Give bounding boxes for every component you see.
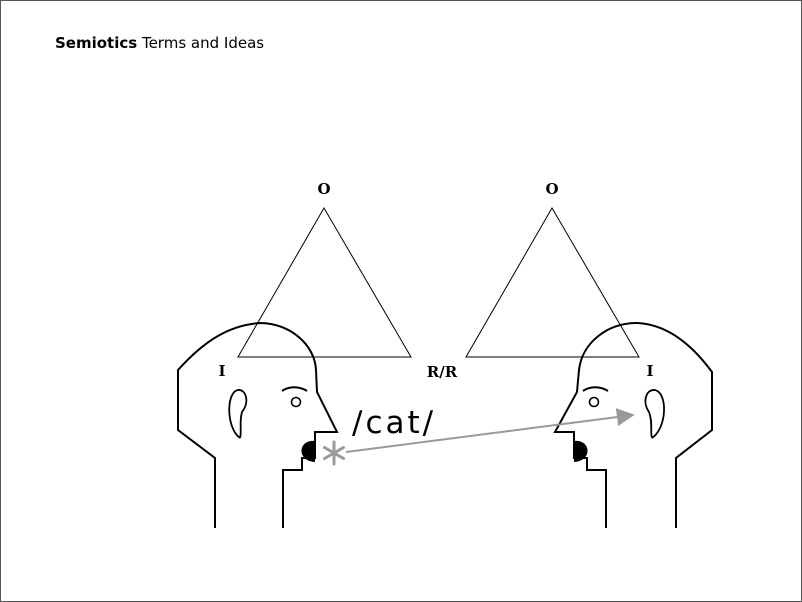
- listener-eye: [588, 396, 600, 408]
- speech-arrow: [345, 408, 635, 453]
- speaker-eye: [290, 396, 302, 408]
- listener-mouth-icon: [574, 440, 588, 462]
- listener-head-outline: [553, 321, 713, 528]
- listener-ear: [644, 389, 665, 439]
- left-triangle-right-label: R/R: [427, 363, 458, 381]
- slide-title: Semiotics Terms and Ideas: [55, 34, 264, 52]
- utterance-text: /cat/: [352, 405, 436, 441]
- speaker-ear: [228, 389, 248, 439]
- speaker-brow: [281, 386, 308, 392]
- listener-brow: [582, 386, 609, 392]
- right-triangle-top-label: O: [545, 180, 558, 198]
- right-triangle: [465, 207, 640, 358]
- speaker-head: [177, 321, 339, 528]
- left-triangle-top-label: O: [317, 180, 330, 198]
- listener-head: [553, 321, 713, 528]
- speaker-mouth-icon: [301, 440, 315, 462]
- right-triangle-right-label: I: [646, 362, 653, 380]
- left-triangle: [237, 207, 412, 358]
- title-rest: Terms and Ideas: [141, 34, 265, 52]
- asterisk-icon: [323, 440, 345, 466]
- speaker-head-outline: [177, 321, 339, 528]
- left-triangle-left-label: I: [218, 362, 225, 380]
- title-bold: Semiotics: [55, 34, 138, 52]
